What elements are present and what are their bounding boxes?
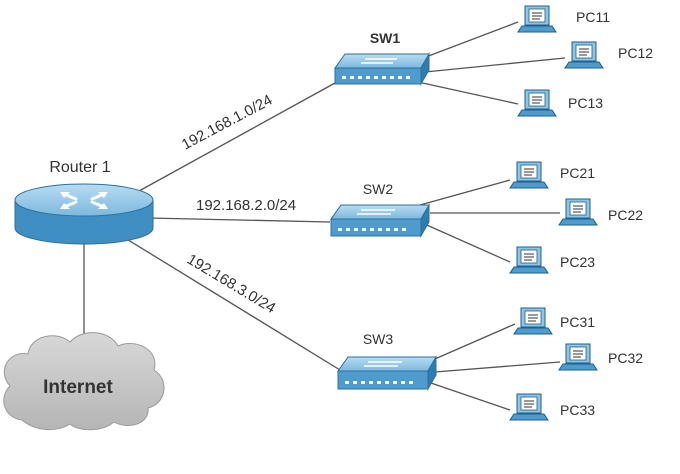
switch-sw1: SW1 [334,30,430,86]
router-label: Router 1 [49,159,110,176]
router: Router 1 [14,159,154,245]
link-router-sw3 [124,237,341,371]
cloud-label: Internet [43,377,113,398]
pc-label-pc23: PC23 [560,254,595,270]
internet-cloud: Internet [3,332,165,431]
link-sw1-pc12 [424,57,566,73]
pc-icon-pc33 [509,393,549,421]
pc-label-pc21: PC21 [560,165,595,181]
network-label-3: 192.168.3.0/24 [184,251,279,317]
link-router-sw2 [147,217,331,223]
network-label-2: 192.168.2.0/24 [196,197,296,214]
pc-label-pc11: PC11 [576,9,610,25]
switch-sw3: SW3 [337,331,437,391]
pc-icon-pc22 [558,198,598,226]
pc-icon-pc31 [513,307,553,335]
pc-icon-pc21 [509,161,549,189]
pc-icon-pc32 [558,343,598,371]
switch-label: SW2 [363,181,394,197]
switch-icon [337,355,437,391]
router-icon [14,183,154,245]
pc-label-pc13: PC13 [568,95,603,111]
cloud-icon [3,332,165,431]
link-sw3-pc31 [427,323,516,363]
pc-icon-pc13 [517,89,557,117]
pc-icon-pc12 [564,41,604,69]
link-sw3-pc32 [434,361,561,373]
link-sw1-pc11 [417,21,519,61]
network-label-1: 192.168.1.0/24 [179,92,275,154]
link-sw3-pc33 [427,381,511,411]
links [83,21,566,411]
link-router-sw1 [129,82,336,197]
pc-label-pc12: PC12 [618,45,653,61]
switch-icon [334,52,430,86]
link-sw2-pc21 [419,179,511,206]
pc-icon-pc11 [517,5,557,33]
switch-label: SW3 [363,331,394,347]
pc-icon-pc23 [509,246,549,274]
link-sw2-pc23 [419,221,511,263]
switch-icon [330,203,430,238]
pc-label-pc31: PC31 [560,314,595,330]
pc-label-pc32: PC32 [608,350,643,366]
pc-label-pc22: PC22 [608,207,643,223]
link-sw1-pc13 [417,81,519,105]
pc-label-pc33: PC33 [560,402,595,418]
pc-group [509,5,604,421]
switch-label: SW1 [370,30,401,46]
switch-sw2: SW2 [330,181,430,238]
